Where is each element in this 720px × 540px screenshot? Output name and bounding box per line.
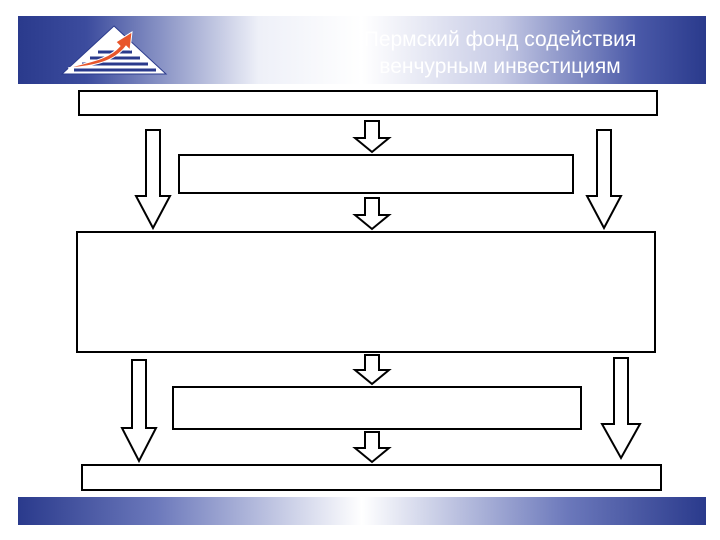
arrow-center-4	[352, 431, 392, 464]
bottom-box	[81, 464, 662, 491]
fund-logo	[60, 25, 168, 75]
footer-band	[18, 497, 706, 525]
arrow-left-lower	[120, 359, 158, 464]
header-title: Пермский фонд содействия венчурным инвес…	[310, 26, 690, 80]
header-title-line-2: венчурным инвестициям	[379, 55, 621, 78]
arrow-center-1	[352, 120, 392, 154]
central-box	[76, 231, 656, 353]
arrow-center-2	[352, 197, 392, 231]
fourth-box	[172, 386, 582, 430]
arrow-right-upper	[585, 129, 623, 231]
header-title-line-1: Пермский фонд содействия	[363, 28, 637, 51]
second-box	[178, 154, 574, 194]
arrow-left-upper	[134, 129, 172, 231]
arrow-center-3	[352, 354, 392, 386]
top-box	[78, 90, 658, 116]
arrow-right-lower	[600, 357, 642, 461]
